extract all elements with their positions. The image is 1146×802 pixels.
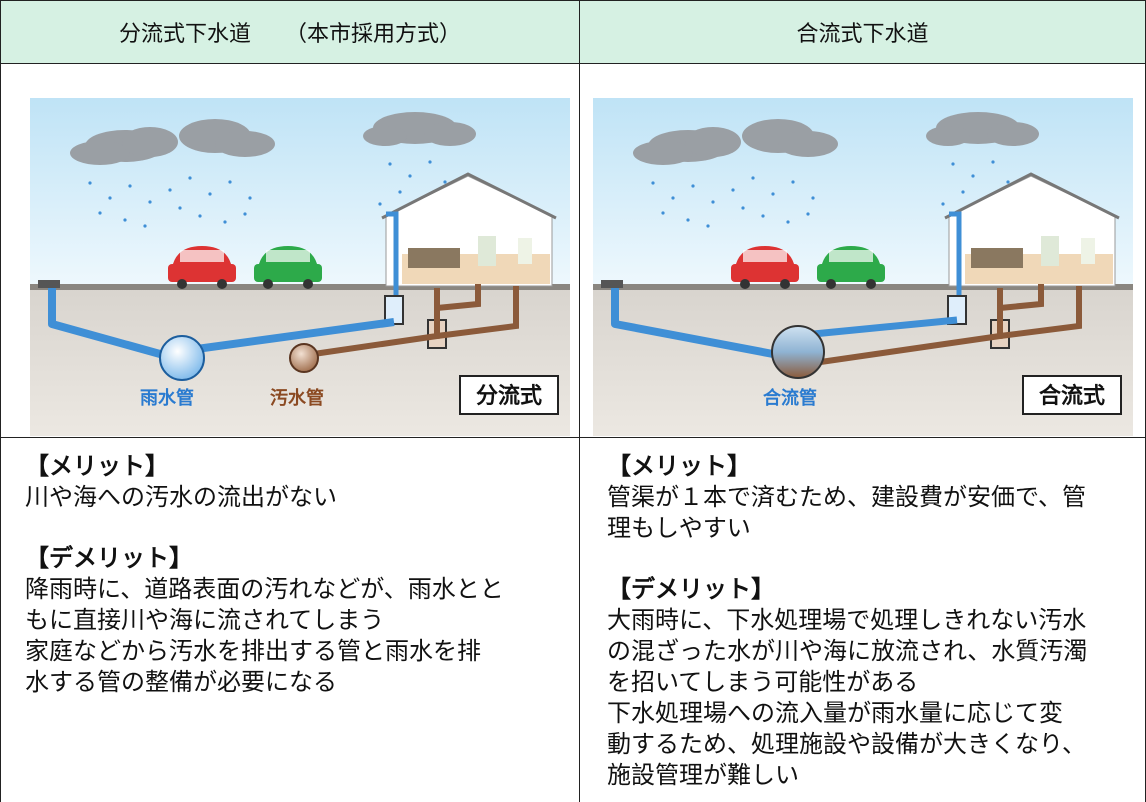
car-green-icon (817, 246, 885, 289)
house-icon (381, 172, 557, 287)
badge-separate: 分流式 (476, 383, 542, 409)
header-combined-system: 合流式下水道 (580, 1, 1145, 63)
demerit-heading: 【デメリット】 (25, 544, 193, 572)
column-divider (579, 0, 580, 802)
merit-heading: 【メリット】 (25, 452, 169, 480)
separate-system-text: 【メリット】 川や海への汚水の流出がない 【デメリット】 降雨時に、道路表面の汚… (25, 451, 570, 698)
rain-icon (88, 160, 447, 228)
cloud-icon (70, 112, 476, 165)
separate-system-diagram: 雨水管 汚水管 分流式 (30, 98, 570, 436)
car-red-icon (731, 246, 799, 289)
combined-pipe-section-icon (771, 325, 825, 379)
rain-pipe (48, 288, 395, 358)
demerit-line: 施設管理が難しい (607, 761, 799, 789)
header-left-title: 分流式下水道 (118, 22, 251, 47)
demerit-line: の混ざった水が川や海に放流され、水質汚濁 (607, 637, 1088, 665)
header-separate-system: 分流式下水道 （本市採用方式） (1, 1, 579, 63)
demerit-line: 家庭などから汚水を排出する管と雨水を排 (25, 637, 481, 665)
demerit-line: を招いてしまう可能性がある (607, 668, 919, 696)
demerit-line: 下水処理場への流入量が雨水量に応じて変 (607, 699, 1063, 727)
demerit-line: 大雨時に、下水処理場で処理しきれない汚水 (607, 606, 1087, 634)
demerit-line: 動するため、処理施設や設備が大きくなり、 (607, 730, 1087, 758)
house-icon (944, 172, 1120, 287)
label-sewage-pipe: 汚水管 (270, 387, 324, 409)
combined-system-diagram: 合流管 合流式 (593, 98, 1133, 436)
merit-line: 理もしやすい (607, 514, 751, 542)
sewage-pipe-section-icon (289, 343, 319, 373)
rain-pipe-section-icon (159, 335, 205, 381)
cloud-icon (633, 112, 1039, 165)
table-border-top (0, 0, 1146, 1)
merit-heading: 【メリット】 (607, 452, 751, 480)
header-left-note: （本市採用方式） (285, 22, 462, 47)
combined-system-text: 【メリット】 管渠が１本で済むため、建設費が安価で、管 理もしやすい 【デメリッ… (607, 451, 1132, 791)
demerit-line: 降雨時に、道路表面の汚れなどが、雨水とと (25, 575, 504, 603)
badge-combined: 合流式 (1039, 383, 1105, 409)
combined-pipe-rain-inlet (611, 288, 774, 358)
rain-icon (651, 160, 1010, 228)
merit-line: 管渠が１本で済むため、建設費が安価で、管 (607, 483, 1087, 511)
table-border-left (0, 0, 1, 802)
header-divider (0, 63, 1146, 64)
label-rain-pipe: 雨水管 (140, 387, 194, 409)
header-right-title: 合流式下水道 (796, 22, 929, 47)
car-green-icon (254, 246, 322, 289)
row-divider (0, 437, 1146, 438)
merit-line: 川や海への汚水の流出がない (25, 483, 337, 511)
car-red-icon (168, 246, 236, 289)
label-combined-pipe: 合流管 (763, 387, 817, 409)
demerit-heading: 【デメリット】 (607, 575, 775, 603)
demerit-line: もに直接川や海に流されてしまう (25, 606, 385, 634)
demerit-line: 水する管の整備が必要になる (25, 668, 337, 696)
